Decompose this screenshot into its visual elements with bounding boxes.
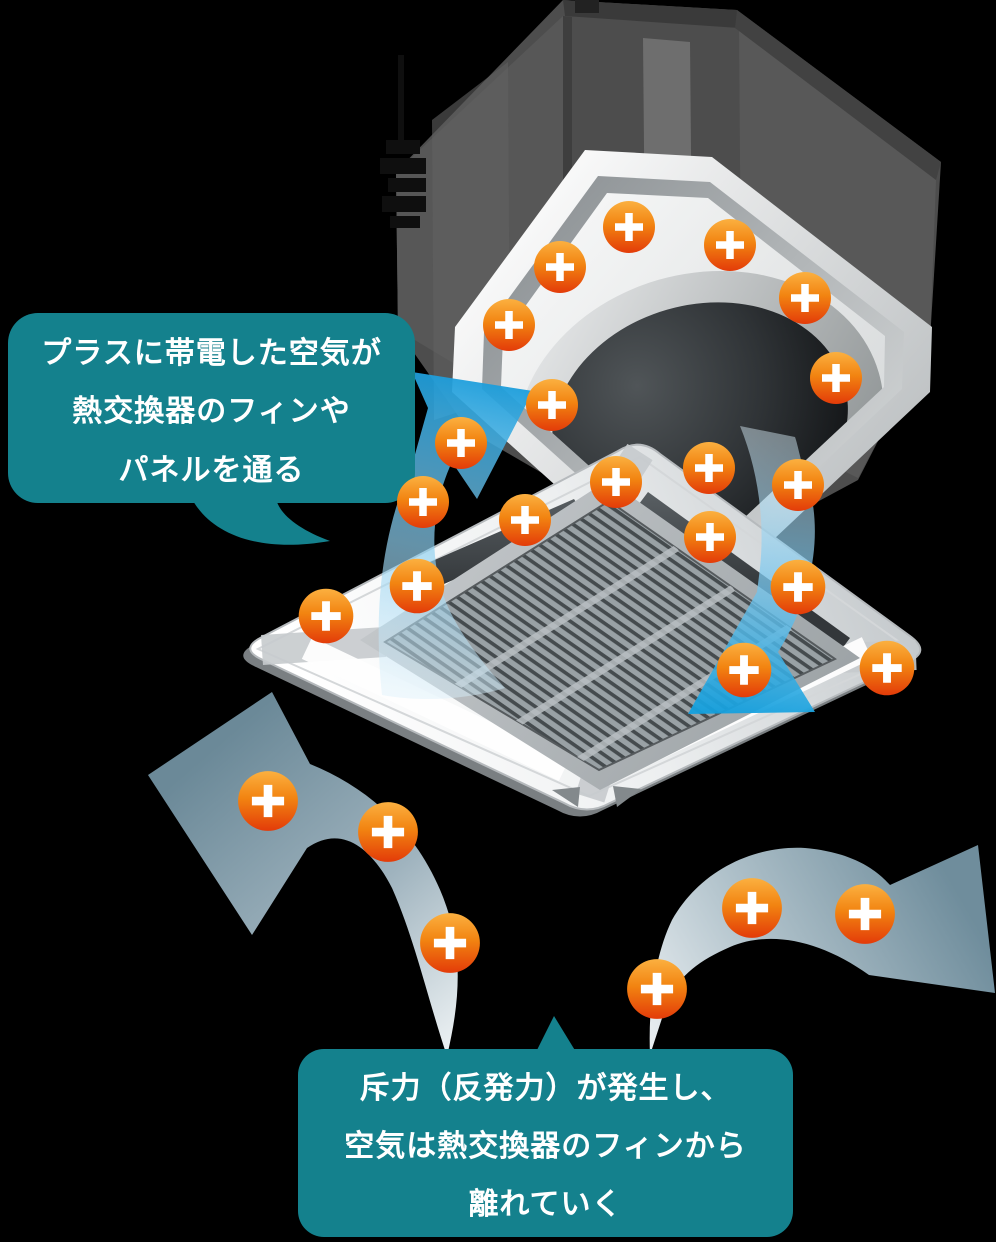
panel-corner-vane-right — [613, 786, 641, 807]
callout-top-line-2: 熱交換器のフィンや — [72, 395, 351, 428]
callout-top-line-1: プラスに帯電した空気が — [41, 336, 382, 370]
callout-bottom-line-2: 空気は熱交換器のフィンから — [344, 1130, 747, 1163]
callout-bottom-line-1: 斥力（反発力）が発生し、 — [359, 1072, 732, 1105]
mounting-bracket — [380, 55, 426, 228]
callout-bottom-tail — [536, 1016, 576, 1052]
repelled-air-arrow-left — [148, 692, 458, 1056]
repelled-air-arrow-right — [649, 845, 995, 1055]
panel-corner-vane-left — [552, 787, 580, 807]
callout-charged-air: プラスに帯電した空気が 熱交換器のフィンや パネルを通る — [8, 313, 415, 503]
callout-bottom-line-3: 離れていく — [468, 1188, 623, 1221]
panel-white-strip-left — [301, 637, 570, 781]
callout-tails — [192, 499, 576, 1052]
unit-top-notch — [575, 0, 599, 13]
callout-repulsion: 斥力（反発力）が発生し、 空気は熱交換器のフィンから 離れていく — [298, 1049, 793, 1237]
callout-top-line-3: パネルを通る — [118, 453, 305, 487]
unit-body-top-bevel — [563, 0, 739, 28]
airflow-arrow-up-left — [378, 372, 533, 700]
unit-body-topright-bevel — [735, 10, 941, 180]
callout-top-tail — [192, 499, 330, 545]
